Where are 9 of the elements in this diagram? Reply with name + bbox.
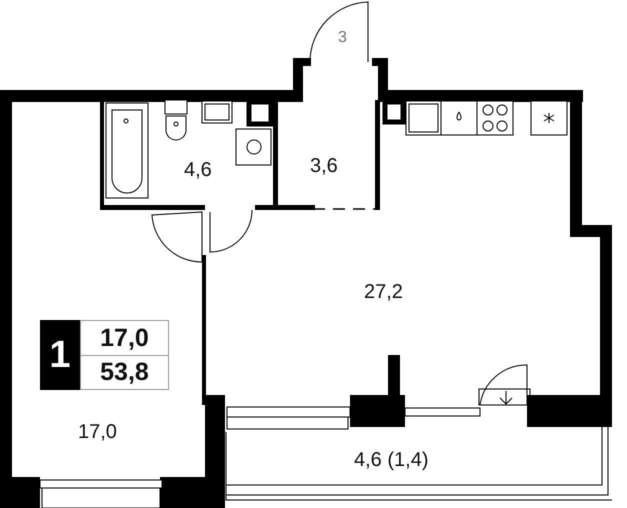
area-summary-cell: 17,0 [80,320,169,356]
area-label: 27,2 [364,282,403,302]
area-label: 17,0 [78,422,117,442]
area-summary-cell: 53,8 [80,355,169,390]
room-count-badge: 1 [40,320,80,390]
area-label: 4,6 [184,160,212,180]
door-number: 3 [338,30,347,46]
area-label: 3,6 [310,156,338,176]
area-label: 4,6 (1,4) [354,450,428,470]
